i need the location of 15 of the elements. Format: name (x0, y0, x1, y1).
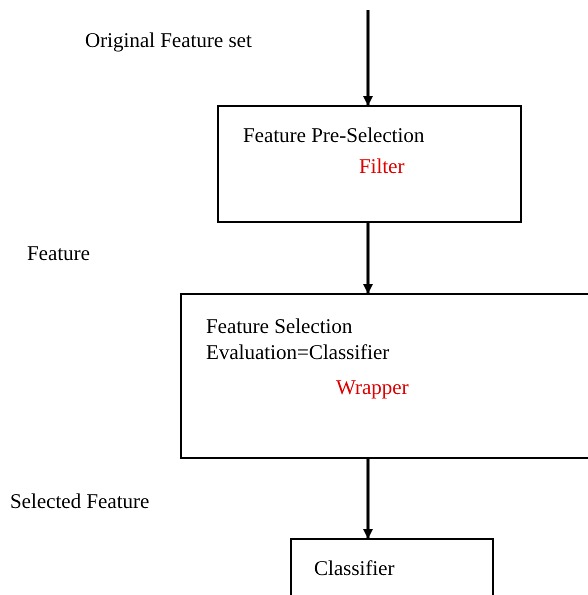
process-box (290, 538, 494, 595)
process-box (217, 105, 522, 223)
arrow (363, 223, 373, 294)
method-label: Wrapper (336, 375, 409, 399)
box-text: Evaluation=Classifier (206, 340, 390, 364)
flow-label: Selected Feature (10, 489, 150, 513)
arrow (363, 459, 373, 539)
box-text: Feature Selection (206, 314, 352, 338)
box-text: Classifier (314, 556, 394, 580)
method-label: Filter (359, 154, 404, 178)
process-box (180, 293, 588, 459)
box-text: Feature Pre-Selection (243, 123, 424, 147)
arrow (363, 10, 373, 106)
flow-label: Original Feature set (85, 28, 252, 52)
flow-label: Feature (27, 241, 90, 265)
